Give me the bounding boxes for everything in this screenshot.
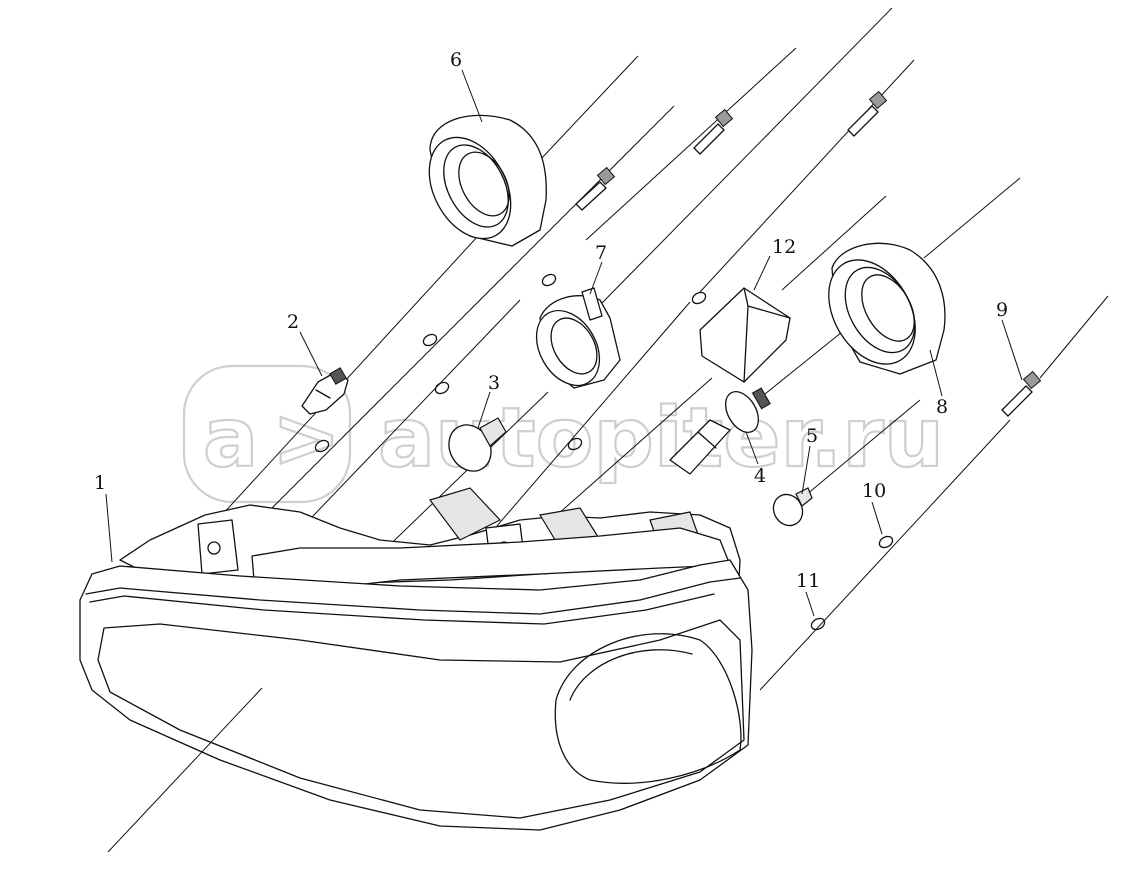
o-ring-e [691,291,707,305]
part-8-cover-ring [828,242,946,375]
callout-12: 12 [772,236,796,258]
part-9-screw [1001,370,1042,417]
screws [575,90,1042,417]
callout-10: 10 [862,480,886,502]
callout-2: 2 [287,311,299,333]
part-3-bulb [448,417,507,472]
part-10-o-ring [878,535,894,549]
watermark-logo-letter: a [203,391,258,486]
part-7-socket-collar [535,287,621,389]
callout-9: 9 [996,299,1008,321]
screw-c [847,90,888,137]
part-2-bulb [301,367,349,415]
leader-1-lens [107,687,263,853]
part-11-o-ring [810,617,826,631]
part-6-cover-ring [428,114,547,247]
callout-5: 5 [806,425,818,447]
screw-b [693,108,734,155]
watermark-logo-frame [182,364,352,504]
o-ring-f [567,437,583,451]
headlamp-housing [79,487,753,831]
o-ring-b [422,333,438,347]
callout-8: 8 [936,396,948,418]
o-ring-a [541,273,557,287]
part-4-bulb [669,387,771,475]
callout-3: 3 [488,372,500,394]
o-ring-d [314,439,330,453]
o-rings [314,273,894,631]
callout-7: 7 [595,242,607,264]
part-12-cap [699,287,791,383]
screw-a [575,166,616,211]
callout-11: 11 [796,570,820,592]
callout-1: 1 [94,472,106,494]
part-5-bulb [772,487,813,527]
o-ring-c [434,381,450,395]
callout-4: 4 [754,465,766,487]
callout-labels: 1 2 3 4 5 6 7 8 9 10 11 12 [94,49,1008,592]
callout-6: 6 [450,49,462,71]
callout-leaders [105,69,1023,617]
